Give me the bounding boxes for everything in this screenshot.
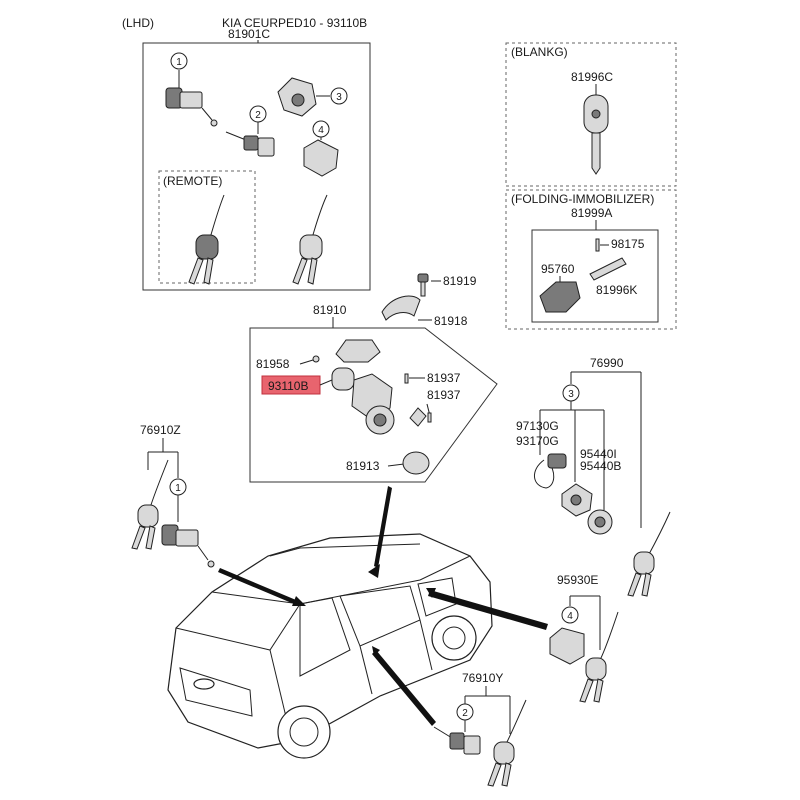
svg-text:3: 3 [568, 389, 574, 400]
set-95930e-code: 95930E [557, 573, 598, 587]
folding-key-title: (FOLDING-IMMOBILIZER) [511, 192, 654, 206]
svg-text:81919: 81919 [443, 274, 477, 288]
svg-text:1: 1 [175, 483, 181, 494]
blank-key-code: 81996C [571, 70, 613, 84]
lock-housing-code: 81910 [313, 303, 347, 317]
callout-2: 2 [456, 703, 474, 721]
set-76990-code: 76990 [590, 356, 624, 370]
part-95760: 95760 [539, 262, 581, 313]
blank-key-box: (BLANKG) 81996C [505, 42, 677, 187]
region-label: (LHD) [122, 16, 154, 30]
blank-key-title: (BLANKG) [511, 45, 568, 59]
svg-text:4: 4 [318, 125, 324, 136]
svg-text:93170G: 93170G [516, 434, 559, 448]
ignition-part-3 [277, 77, 330, 117]
svg-text:4: 4 [567, 611, 573, 622]
diagram-title: KIA CEURPED10 - 93110B [222, 16, 367, 30]
pointer-arrows [218, 486, 548, 726]
highlight-93110b-label: 93110B [268, 379, 308, 393]
callout-1: 1 [169, 478, 187, 496]
svg-text:1: 1 [176, 57, 182, 68]
lock-housing-81910: 81919 81918 81910 81958 93110B 81937 819… [249, 273, 498, 483]
switch-part-4 [303, 137, 339, 177]
svg-text:3: 3 [336, 92, 342, 103]
right-door-76910y: 76910Y 2 [433, 671, 527, 787]
svg-text:2: 2 [462, 708, 468, 719]
svg-text:81996K: 81996K [596, 283, 637, 297]
callout-2: 2 [249, 105, 267, 123]
callout-4: 4 [561, 606, 579, 624]
svg-text:95440I: 95440I [580, 447, 617, 461]
svg-text:81958: 81958 [256, 357, 290, 371]
callout-3: 3 [330, 87, 348, 105]
svg-text:97130G: 97130G [516, 419, 559, 433]
svg-text:98175: 98175 [611, 237, 645, 251]
key-icon [292, 194, 328, 285]
right-door-code: 76910Y [462, 671, 503, 685]
left-door-76910z: 76910Z 1 [131, 423, 215, 568]
svg-text:81937: 81937 [427, 388, 461, 402]
assembly-81901c: 81901C 1 2 [142, 27, 371, 291]
svg-text:2: 2 [255, 110, 261, 121]
svg-text:81918: 81918 [434, 314, 468, 328]
part-81996k: 81996K [589, 257, 637, 297]
part-98175: 98175 [595, 237, 645, 252]
cylinder-part-2 [225, 122, 275, 157]
blank-key-icon [583, 94, 609, 175]
assembly-code: 81901C [228, 27, 270, 41]
set-95930e: 95930E 4 [549, 573, 619, 703]
callout-4: 4 [312, 120, 330, 138]
left-door-code: 76910Z [140, 423, 181, 437]
svg-text:95440B: 95440B [580, 459, 621, 473]
svg-text:95760: 95760 [541, 262, 575, 276]
callout-1: 1 [170, 52, 188, 70]
remote-label: (REMOTE) [163, 174, 222, 188]
cylinder-part-1 [165, 70, 218, 127]
folding-key-code: 81999A [571, 206, 612, 220]
svg-text:81913: 81913 [346, 459, 380, 473]
remote-key-icon [188, 194, 225, 285]
car-illustration [167, 533, 493, 759]
svg-text:81937: 81937 [427, 371, 461, 385]
folding-key-box: (FOLDING-IMMOBILIZER) 81999A 98175 95760… [505, 189, 677, 330]
callout-3: 3 [562, 384, 580, 402]
set-76990: 76990 3 97130G 93170G 95440I 95440B [516, 356, 671, 597]
